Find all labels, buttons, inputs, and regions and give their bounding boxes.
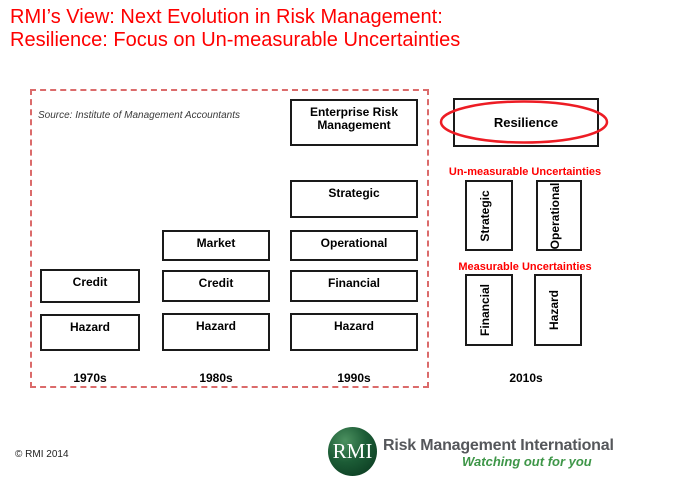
rmi-logo-icon: RMI [328, 427, 377, 476]
box-hazard-1990s: Hazard [290, 313, 418, 351]
vbox-financial-label: Financial [477, 283, 492, 337]
slide-title: RMI’s View: Next Evolution in Risk Manag… [10, 6, 460, 52]
source-note: Source: Institute of Management Accounta… [38, 110, 240, 121]
box-strategic-1990s: Strategic [290, 180, 418, 218]
box-credit-1980s: Credit [162, 270, 270, 302]
title-line-2: Resilience: Focus on Un-measurable Uncer… [10, 29, 461, 51]
vbox-strategic: Strategic [465, 180, 513, 251]
box-enterprise-risk-management: Enterprise Risk Management [290, 99, 418, 146]
box-operational-1990s: Operational [290, 230, 418, 261]
unmeasurable-uncertainties-label: Un-measurable Uncertainties [448, 166, 602, 178]
measurable-uncertainties-label: Measurable Uncertainties [458, 261, 592, 273]
resilience-highlight-ellipse [439, 100, 609, 144]
vbox-hazard: Hazard [534, 274, 582, 346]
era-label-2010s: 2010s [509, 371, 543, 385]
box-financial-1990s: Financial [290, 270, 418, 302]
timeline-panel [30, 89, 429, 388]
box-hazard-1980s: Hazard [162, 313, 270, 351]
brand-name: Risk Management International [383, 437, 614, 454]
box-market-1980s: Market [162, 230, 270, 261]
brand-tagline: Watching out for you [462, 454, 592, 469]
vbox-operational: Operational [536, 180, 582, 251]
rmi-logo-text: RMI [332, 439, 373, 463]
copyright-note: © RMI 2014 [15, 449, 69, 460]
vbox-financial: Financial [465, 274, 513, 346]
box-credit-1970s: Credit [40, 269, 140, 303]
era-label-1990s: 1990s [337, 371, 371, 385]
title-line-1: RMI’s View: Next Evolution in Risk Manag… [10, 6, 443, 28]
box-hazard-1970s: Hazard [40, 314, 140, 351]
era-label-1970s: 1970s [73, 371, 107, 385]
vbox-strategic-label: Strategic [477, 189, 492, 242]
vbox-operational-label: Operational [547, 182, 562, 249]
era-label-1980s: 1980s [199, 371, 233, 385]
vbox-hazard-label: Hazard [546, 289, 561, 331]
